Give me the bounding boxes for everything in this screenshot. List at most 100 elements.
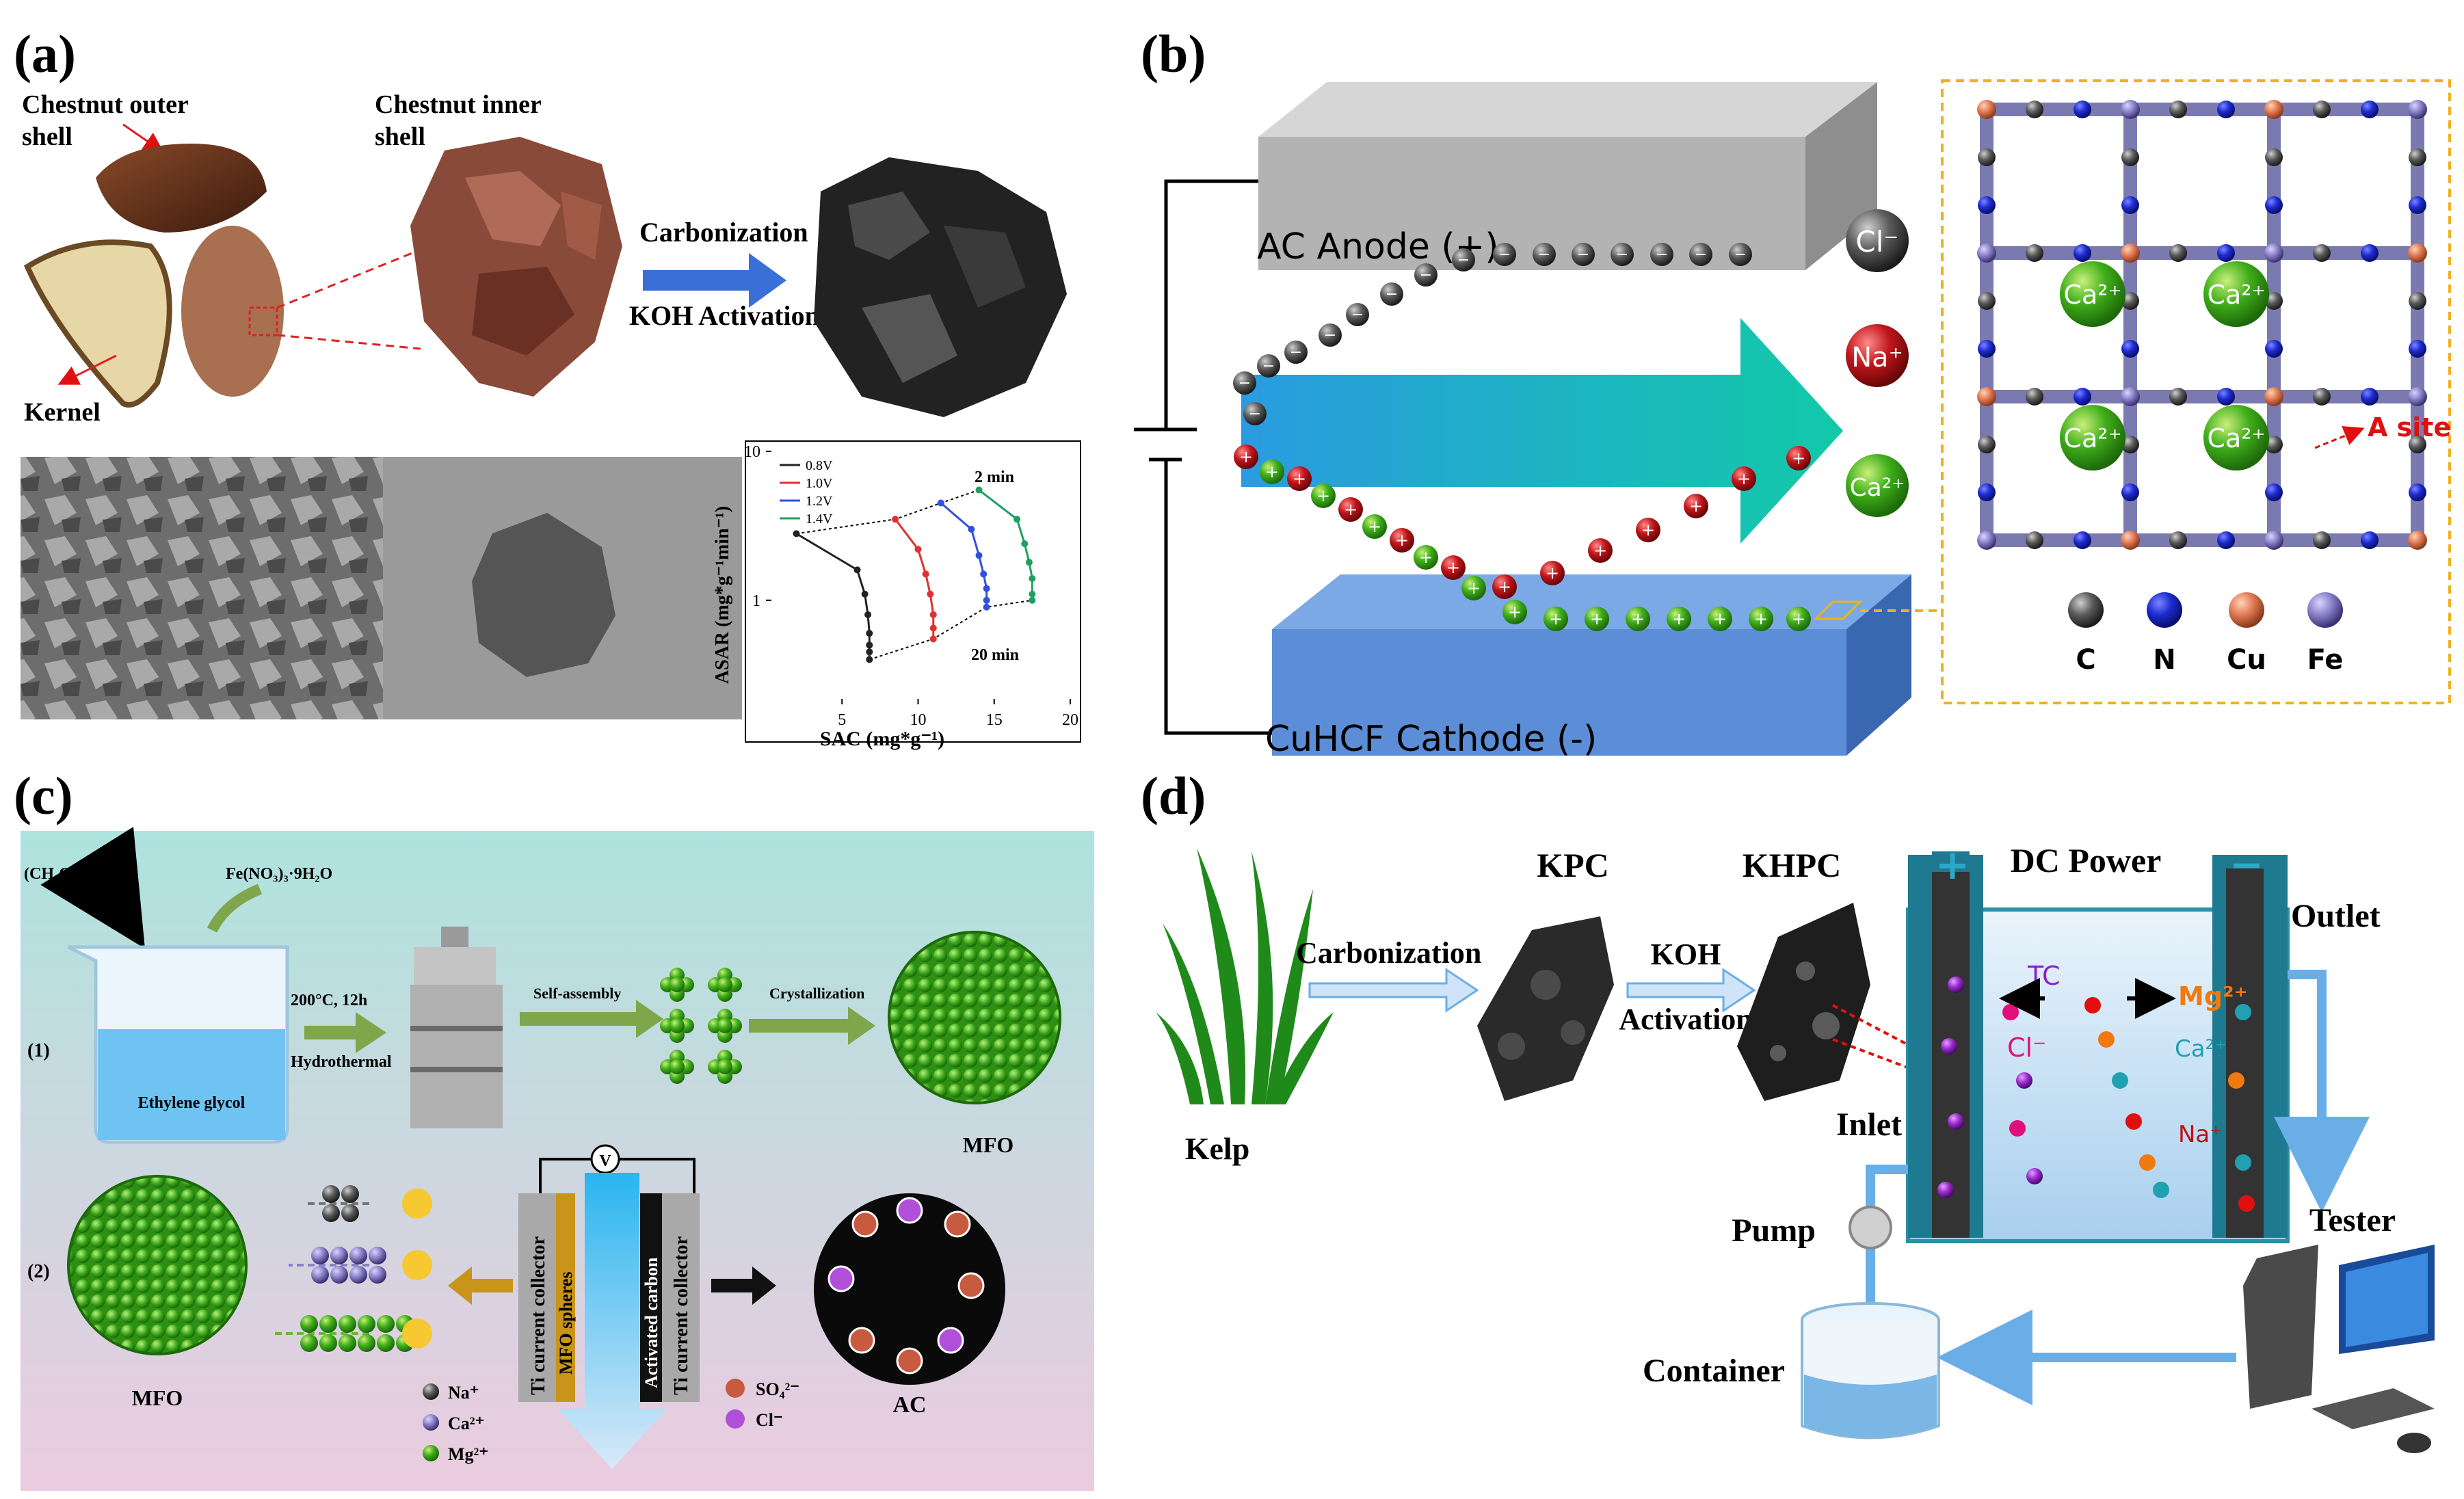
anion-sign: −	[1351, 306, 1364, 323]
metal-atom	[1977, 531, 1996, 550]
released-ion	[300, 1315, 318, 1333]
panel-b: (b) AC Anode (+) CuHCF Cathode (-) −−−−−…	[1134, 24, 2451, 760]
released-ion	[300, 1334, 318, 1352]
container-label: Container	[1643, 1353, 1785, 1389]
lattice-bond-horizontal	[1987, 533, 2417, 547]
ac-label: AC	[892, 1392, 926, 1418]
mg-legend-label: Mg²⁺	[448, 1444, 488, 1464]
y-axis-label: ASAR (mg*g⁻¹min⁻¹)	[712, 506, 733, 684]
anion-sign: −	[1498, 246, 1511, 263]
legend-fe-label: Fe	[2307, 644, 2344, 676]
tank-ion	[1948, 977, 1964, 993]
metal-atom	[2264, 531, 2283, 550]
data-point	[853, 566, 861, 574]
calcium-dot	[1362, 514, 1387, 539]
data-point	[983, 603, 990, 611]
cation-sign: +	[1368, 517, 1381, 536]
released-ion	[377, 1334, 395, 1352]
sodium-dot	[1338, 497, 1363, 522]
released-ion	[311, 1247, 329, 1264]
external-circuit	[1134, 179, 1272, 735]
x-tick-label: 10	[910, 711, 927, 729]
data-point	[975, 486, 983, 494]
released-ion	[322, 1185, 340, 1203]
ac-adsorbed-ions	[827, 1197, 985, 1375]
chestnut-whole-image	[181, 226, 284, 397]
anion-sign: −	[1238, 375, 1251, 392]
ligand-atom	[2313, 101, 2331, 118]
sodium-dot	[1540, 561, 1565, 585]
tank-ion	[2153, 1182, 2169, 1198]
ligand-atom	[2074, 244, 2091, 262]
cation-sign: +	[1446, 558, 1460, 577]
cation-sign: +	[1593, 541, 1607, 560]
plus-sign: +	[1935, 841, 1970, 889]
anion-dot	[1493, 243, 1516, 266]
calcium-site	[2203, 405, 2269, 470]
data-point	[1014, 516, 1021, 523]
sodium-dot	[1441, 555, 1466, 580]
cation-sign: +	[1265, 462, 1279, 481]
anion-sign: −	[1262, 358, 1275, 375]
carbonization-label: Carbonization	[639, 217, 808, 248]
cation-sign: +	[1239, 447, 1253, 466]
ligand-atom	[2074, 388, 2091, 406]
calcium-site-label: Ca²⁺	[2063, 423, 2121, 453]
cathode-side	[1846, 574, 1911, 756]
precursor-fe-label: Fe(NO₃)₃·9H₂O	[226, 865, 332, 883]
calcium-dot	[1786, 607, 1811, 631]
legend-n-label: N	[2153, 644, 2175, 676]
ligand-atom	[2121, 340, 2139, 358]
koh-activation-arrow-d	[1626, 968, 1756, 1013]
cation-sign: +	[1546, 563, 1559, 583]
data-point	[793, 530, 800, 538]
ligand-atom	[2313, 388, 2331, 406]
metal-atom	[2121, 531, 2140, 550]
nanocluster-particle	[717, 1059, 732, 1074]
sodium-dot	[1287, 466, 1312, 491]
ligand-atom	[2217, 388, 2235, 406]
kpc-image	[1477, 916, 1614, 1101]
chestnut-outer-shell-image	[96, 144, 267, 233]
data-point	[983, 585, 990, 592]
legend-cu-label: Cu	[2227, 644, 2266, 676]
ligand-atom	[2026, 388, 2043, 406]
ca-legend-dot	[423, 1414, 439, 1431]
crystallization-arrow	[749, 1007, 875, 1045]
zoom-line-top	[276, 248, 421, 309]
cation-sign: +	[1467, 579, 1481, 598]
koh-label-d: KOH	[1651, 938, 1721, 971]
self-assembly-label: Self-assembly	[533, 985, 621, 1002]
outer-shell-pointer	[122, 123, 164, 153]
calcium-dot	[1414, 545, 1438, 570]
tank-ion	[2228, 1072, 2244, 1089]
mfo-layer	[556, 1193, 575, 1402]
ti-collector-right-label: Ti current collector	[671, 1236, 692, 1395]
tank-ion	[1937, 1182, 1954, 1198]
koh-activation-label: KOH Activation	[629, 300, 820, 331]
ligand-atom	[1978, 436, 1996, 453]
sodium-dot	[1234, 445, 1258, 469]
data-point	[892, 516, 899, 523]
na-legend-label: Na⁺	[448, 1383, 479, 1403]
ligand-atom	[2121, 196, 2139, 214]
inner-shell-label-2: shell	[375, 122, 425, 151]
so4-legend-label: SO₄²⁻	[756, 1379, 799, 1399]
ca-legend-label: Ca²⁺	[448, 1414, 484, 1433]
precursor-mn-label: (CH₃COO)₂Mn	[24, 865, 131, 883]
sodium-dot	[1684, 494, 1708, 518]
calcium-dot	[1749, 607, 1773, 631]
y-tick-label: 10	[744, 443, 760, 461]
guide-2min	[796, 489, 979, 535]
emoji-face	[402, 1189, 432, 1219]
emoji-face	[402, 1250, 432, 1280]
released-ion	[377, 1315, 395, 1333]
calcium-dot	[1708, 607, 1732, 631]
sem-image	[21, 457, 383, 719]
y-tick-label: 1	[752, 592, 760, 610]
data-point	[937, 499, 944, 507]
legend-label: 1.0V	[806, 476, 833, 491]
cation-sign: +	[1713, 609, 1727, 628]
